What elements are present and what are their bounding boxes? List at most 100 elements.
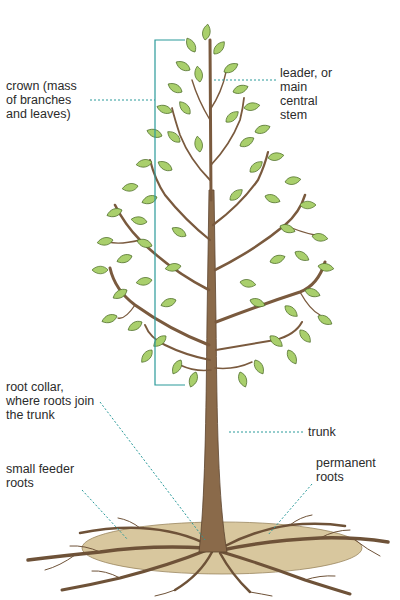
leader-lines [229, 432, 305, 433]
leaves [249, 296, 267, 309]
leaves [224, 109, 241, 125]
branches [216, 322, 302, 350]
leaves [187, 371, 200, 389]
leaves [248, 159, 265, 175]
leaves [141, 193, 159, 206]
leaves [177, 99, 193, 116]
leaves [97, 236, 114, 246]
leaves [222, 61, 240, 75]
leaves [111, 287, 129, 301]
roots [250, 592, 272, 596]
leaves [201, 24, 211, 41]
leaves [122, 182, 139, 192]
leader-lines [82, 80, 312, 540]
leaves [136, 237, 154, 250]
part-label: small feeder roots [6, 462, 96, 490]
leaves [267, 152, 284, 162]
leaves [293, 249, 311, 263]
leaves [101, 312, 119, 325]
leaves [239, 278, 256, 288]
roots [222, 552, 350, 594]
branches [118, 305, 135, 318]
branches [211, 98, 244, 165]
leaves [264, 192, 282, 205]
branches [192, 80, 210, 120]
roots [80, 528, 210, 546]
roots [70, 546, 100, 552]
leaves [165, 129, 182, 145]
leaves [92, 24, 334, 389]
part-label: root collar, where roots join the trunk [6, 380, 98, 422]
leaves [165, 262, 182, 272]
roots [28, 547, 205, 560]
roots [290, 515, 312, 525]
leaves [236, 371, 249, 389]
leaves [283, 303, 300, 319]
branches [215, 195, 305, 270]
leaves [139, 348, 155, 365]
leader-lines [268, 484, 312, 535]
branches [150, 160, 210, 240]
roots [45, 555, 75, 570]
leaves [243, 102, 260, 112]
leaves [268, 333, 285, 349]
branches [110, 268, 209, 345]
leaves [238, 135, 256, 149]
leaves [151, 333, 168, 349]
crown-bracket [155, 40, 185, 385]
branches [210, 72, 226, 110]
roots [305, 576, 335, 580]
roots [155, 590, 175, 596]
part-label: permanent roots [316, 456, 396, 484]
leaves [311, 232, 328, 242]
leaves [156, 159, 174, 173]
part-label: leader, or main central stem [280, 66, 334, 122]
branches [115, 205, 209, 290]
leaves [116, 252, 134, 265]
leaves [211, 39, 227, 56]
leader-lines [100, 402, 205, 540]
branches [180, 365, 211, 370]
roots [118, 518, 140, 528]
branches [215, 362, 252, 368]
leaves [170, 358, 184, 376]
leaves [252, 358, 266, 376]
leader-lines [214, 80, 276, 81]
roots [92, 571, 120, 578]
leaves [194, 66, 204, 83]
leaves [136, 158, 153, 168]
leaves [126, 319, 144, 333]
leaves [92, 266, 108, 274]
roots [320, 530, 350, 538]
roots [355, 540, 380, 556]
leaves [285, 348, 299, 366]
leaves [254, 123, 272, 136]
leaves [166, 81, 184, 95]
branches [172, 108, 210, 180]
leaves [284, 176, 301, 186]
leaves [106, 206, 124, 219]
leaves [316, 313, 334, 327]
roots [220, 553, 250, 592]
leaves [304, 286, 322, 299]
leaves [174, 59, 192, 73]
leaves [170, 225, 188, 239]
leader-lines [82, 490, 128, 540]
leaves [279, 222, 297, 235]
part-label: crown (mass of branches and leaves) [6, 79, 86, 121]
leaves [131, 216, 148, 226]
leader-lines [90, 100, 155, 101]
leaves [228, 187, 245, 203]
leaves [297, 328, 313, 345]
leaves [300, 201, 316, 209]
leaves [160, 296, 178, 309]
roots [222, 538, 388, 550]
roots [175, 552, 212, 590]
leaves [269, 253, 287, 266]
part-label: trunk [308, 425, 336, 439]
leaves [156, 103, 174, 116]
branches [216, 262, 325, 322]
leaves [232, 83, 250, 96]
leaves [194, 136, 204, 153]
leaves [184, 36, 198, 54]
